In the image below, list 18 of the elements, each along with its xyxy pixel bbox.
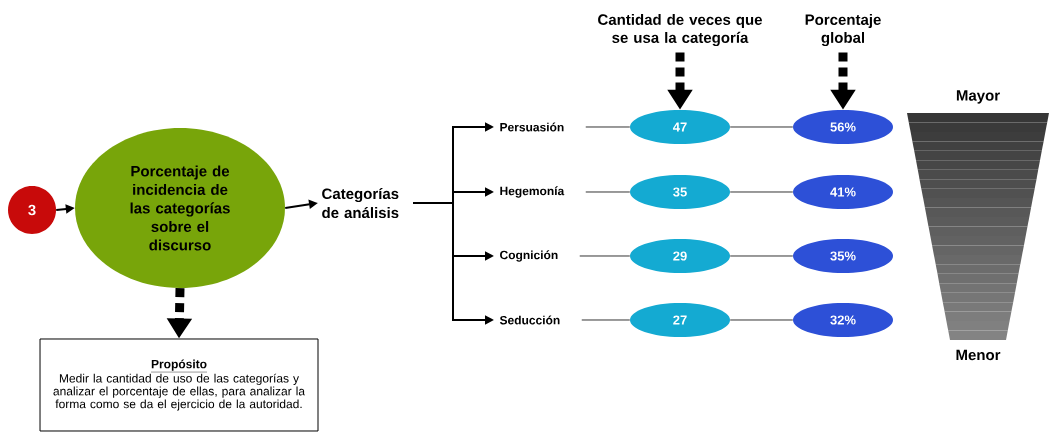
column-heading: Cantidad de veces que se usa la categoría	[598, 13, 762, 47]
category-label: Seducción	[499, 315, 560, 325]
category-label: Cognición	[500, 250, 558, 262]
scale-label: Menor	[956, 349, 1001, 361]
connector-line	[585, 191, 631, 193]
connector-line	[585, 126, 631, 128]
purpose-box: Propósito Medir la cantidad de uso de las categorías y analizar el porcentaje de ellas, para analizar la forma como se da el ejercicio de la autoridad.	[39, 338, 319, 432]
connector-line	[579, 255, 631, 257]
connector-line	[581, 319, 631, 321]
column-heading: Porcentaje global	[805, 13, 881, 47]
connector-line	[729, 191, 794, 193]
category-heading: Categorías de análisis	[322, 187, 399, 219]
connector-line	[729, 126, 794, 128]
category-label: Persuasión	[500, 122, 564, 132]
scale-label: Mayor	[956, 90, 1000, 104]
category-label: Hegemonía	[500, 186, 565, 198]
connector-line	[729, 319, 794, 321]
connector-line	[729, 255, 794, 257]
